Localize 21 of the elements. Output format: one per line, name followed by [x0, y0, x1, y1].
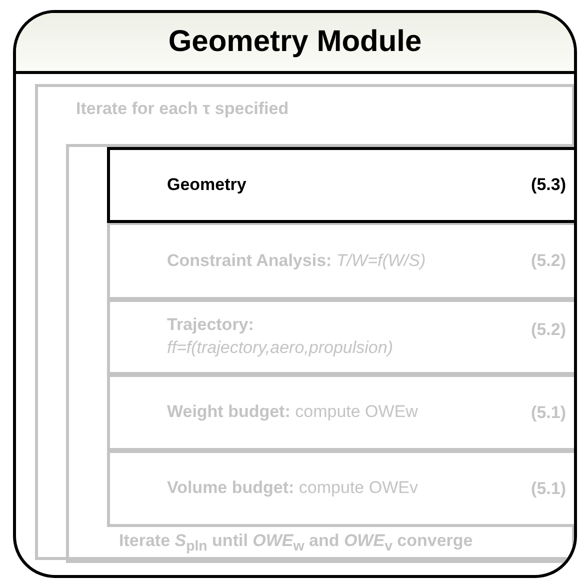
section-number: (5.1) — [531, 402, 566, 422]
process-box — [107, 450, 574, 527]
step-text: Weight budget: compute OWEw — [167, 401, 418, 424]
process-box — [107, 147, 574, 223]
step-text: Volume budget: compute OWEv — [167, 477, 418, 500]
module-frame — [13, 10, 577, 578]
step-text: Constraint Analysis: T/W=f(W/S) — [167, 250, 426, 272]
step-text: Geometry — [167, 174, 246, 196]
module-title: Geometry Module — [168, 25, 422, 59]
step-text: Trajectory: ff=f(trajectory,aero,propulsion) — [167, 314, 393, 359]
loop-label: Iterate S$_{pln}$ until OWE$_{w}$ and OWE$_{v}$ converge — [119, 530, 473, 554]
section-number: (5.1) — [531, 478, 566, 498]
loop-frame — [66, 144, 574, 563]
section-number: (5.3) — [531, 175, 566, 195]
loop-label: Iterate for each τ specified — [76, 99, 289, 119]
process-box — [107, 299, 574, 375]
process-box — [107, 374, 574, 451]
process-box — [107, 222, 574, 300]
loop-frame — [35, 84, 574, 560]
section-number: (5.2) — [531, 251, 566, 271]
section-number: (5.2) — [531, 320, 566, 340]
